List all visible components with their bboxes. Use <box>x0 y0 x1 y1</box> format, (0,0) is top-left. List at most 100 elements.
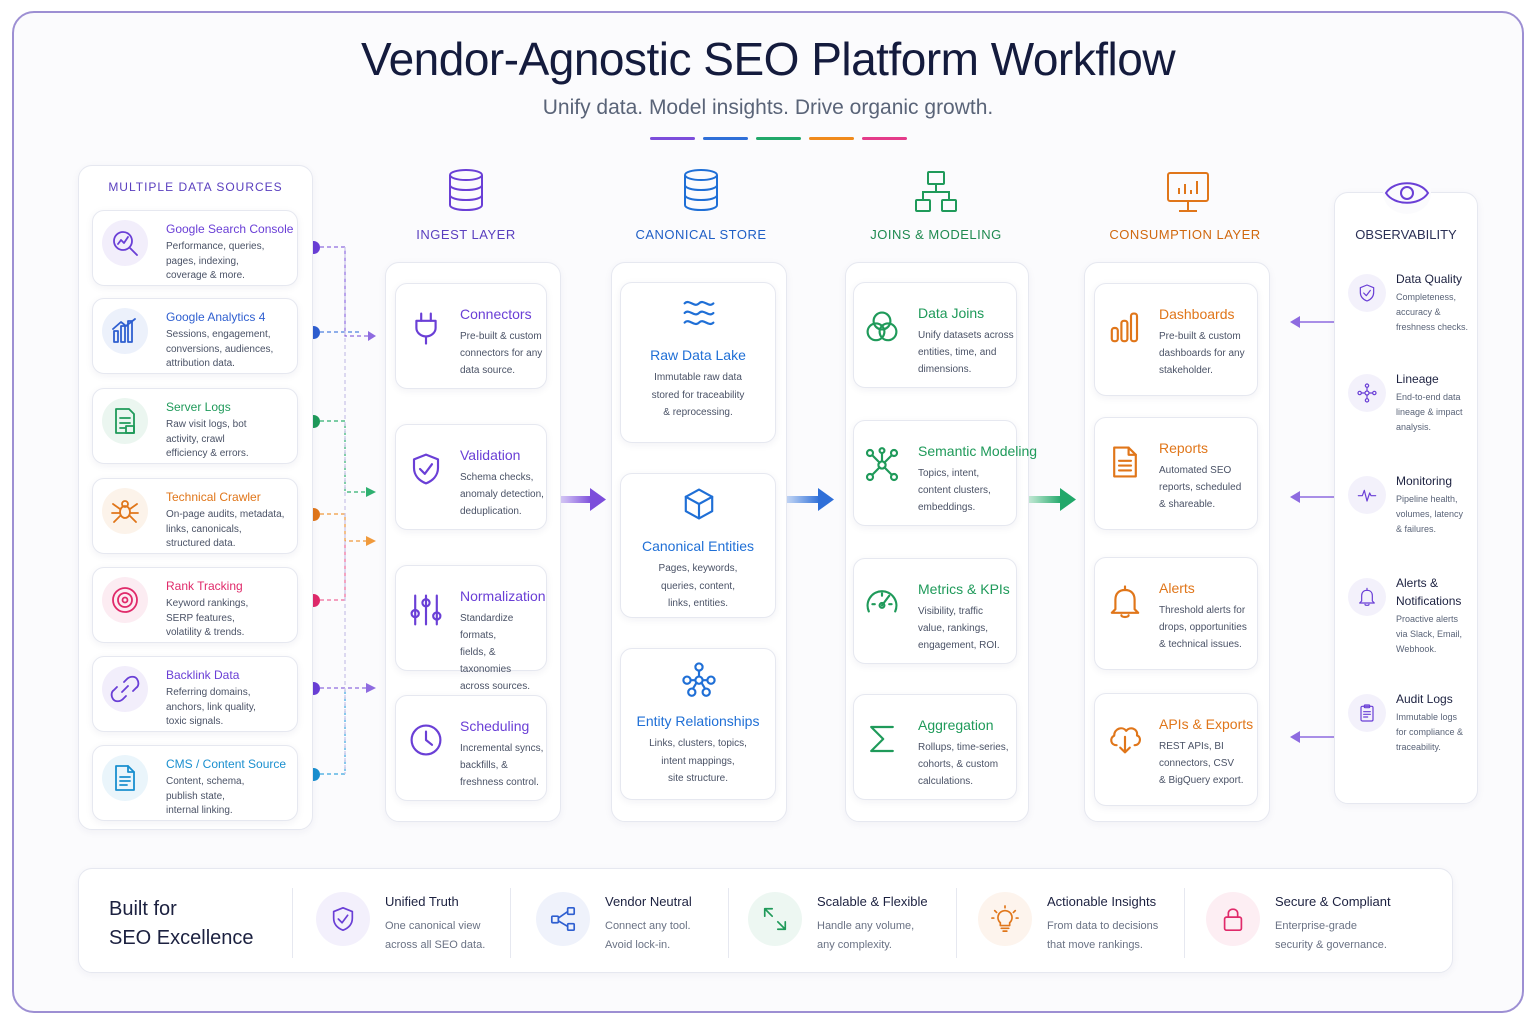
modeling-title: Data Joins <box>918 305 985 321</box>
ingest-description: Incremental syncs, backfills, & freshnes… <box>460 743 544 788</box>
sliders-icon <box>410 594 442 626</box>
source-icon-badge <box>102 666 148 712</box>
canonical-title: Entity Relationships <box>636 713 760 729</box>
footer-feature-title: Vendor Neutral <box>605 894 692 909</box>
bell-icon <box>1110 585 1140 619</box>
footer-divider <box>1184 888 1185 958</box>
observability-description: Pipeline health, volumes, latency & fail… <box>1396 494 1464 534</box>
dashboard-monitor-icon <box>1167 172 1209 212</box>
document-icon <box>115 765 135 791</box>
modeling-title: Metrics & KPIs <box>918 581 1010 597</box>
observability-icon-badge <box>1348 694 1386 732</box>
ingest-title: Connectors <box>460 306 532 322</box>
cloud-download-icon <box>1110 727 1142 754</box>
modeling-description: Rollups, time-series, cohorts, & custom … <box>918 742 1009 787</box>
source-description: On-page audits, metadata, links, canonic… <box>166 509 285 549</box>
spider-icon <box>111 500 139 523</box>
source-description: Keyword rankings, SERP features, volatil… <box>166 598 249 638</box>
waves-icon <box>683 300 715 326</box>
analytics-bars-icon <box>112 318 136 343</box>
consumption-description: Automated SEO reports, scheduled & share… <box>1159 465 1242 510</box>
consumption-title: Alerts <box>1159 580 1195 596</box>
plug-icon <box>415 312 437 345</box>
underline-segment <box>756 137 801 140</box>
underline-segment <box>650 137 695 140</box>
underline-segment <box>862 137 907 140</box>
page-subtitle: Unify data. Model insights. Drive organi… <box>542 96 994 119</box>
bar-chart-icon <box>1110 312 1139 343</box>
ingest-layer-heading: INGEST LAYER <box>416 227 516 242</box>
observability-title: Data Quality <box>1396 272 1463 286</box>
footer-feature-icon-badge <box>978 892 1032 946</box>
bell-icon <box>1359 587 1375 606</box>
source-title: Google Search Console <box>166 222 294 236</box>
observability-title: Lineage <box>1396 372 1439 386</box>
ingest-title: Scheduling <box>460 718 530 734</box>
consumption-layer-heading: CONSUMPTION LAYER <box>1109 227 1261 242</box>
ingest-description: Pre-built & custom connectors for any da… <box>460 331 543 376</box>
source-description: Referring domains, anchors, link quality… <box>166 687 256 727</box>
consumption-description: Threshold alerts for drops, opportunitie… <box>1159 605 1247 650</box>
footer-feature-description: Handle any volume, any complexity. <box>817 920 915 951</box>
shield-check-icon <box>1359 284 1375 302</box>
venn-icon <box>866 311 898 342</box>
ingest-title: Validation <box>460 447 521 463</box>
canonical-description: Immutable raw data stored for traceabili… <box>651 372 745 418</box>
gauge-icon <box>866 590 898 613</box>
consumption-title: APIs & Exports <box>1159 716 1254 732</box>
source-title: Technical Crawler <box>166 490 261 504</box>
observability-icon-badge <box>1348 476 1386 514</box>
source-icon-badge <box>102 755 148 801</box>
observability-icon-badge <box>1348 374 1386 412</box>
source-description: Content, schema, publish state, internal… <box>166 776 245 816</box>
cube-icon <box>684 488 714 520</box>
source-title: Backlink Data <box>166 668 240 682</box>
footer-feature-description: One canonical view across all SEO data. <box>385 920 486 951</box>
lock-icon <box>1223 908 1243 932</box>
modeling-title: Semantic Modeling <box>918 443 1038 459</box>
footer-divider <box>956 888 957 958</box>
shield-check-icon <box>412 453 440 485</box>
observability-description: Immutable logs for compliance & traceabi… <box>1396 712 1464 752</box>
footer-divider <box>728 888 729 958</box>
ingest-title: Normalization <box>460 588 546 604</box>
data-sources-heading: MULTIPLE DATA SOURCES <box>108 180 283 194</box>
source-title: Rank Tracking <box>166 579 243 593</box>
footer-feature-description: From data to decisions that move ranking… <box>1047 920 1159 951</box>
modeling-description: Topics, intent, content clusters, embedd… <box>918 468 991 513</box>
expand-icon <box>763 907 787 931</box>
footer-divider <box>510 888 511 958</box>
modeling-title: Aggregation <box>918 717 994 733</box>
observability-title: Monitoring <box>1396 474 1453 488</box>
observability-description: Completeness, accuracy & freshness check… <box>1396 292 1469 332</box>
